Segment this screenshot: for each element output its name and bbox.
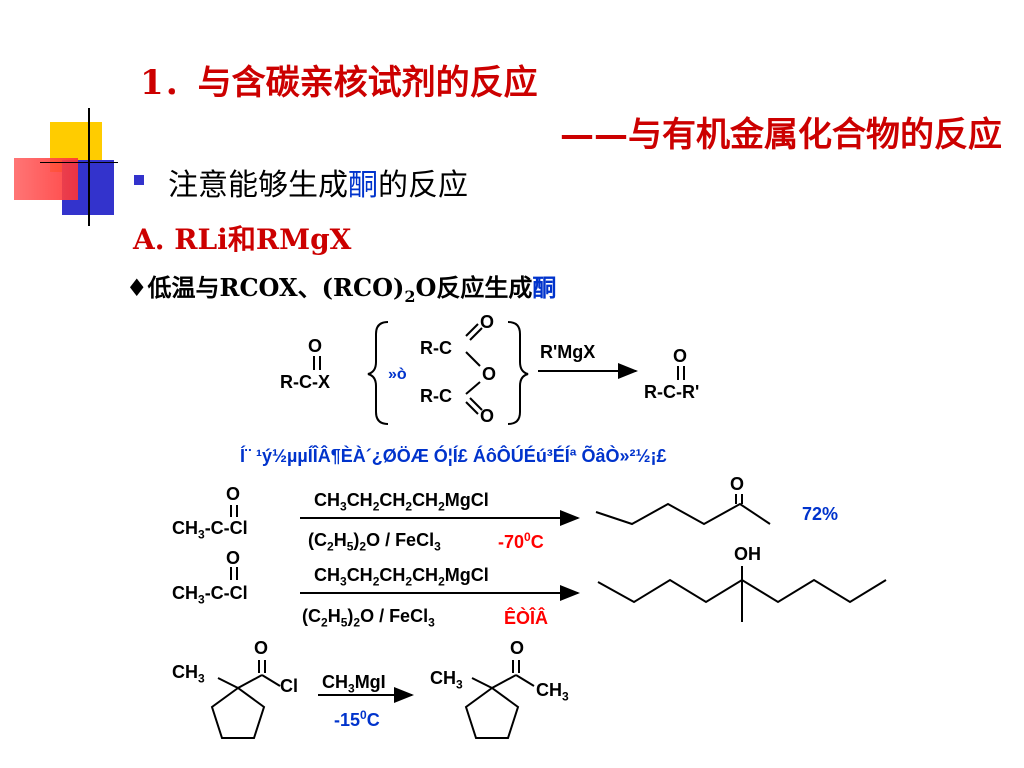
point-text-mid: O反应生成 [415,273,533,302]
scheme1-reagent: R'MgX [540,342,596,362]
title-line-2: ——与有机金属化合物的反应 [560,115,1002,155]
rxn3-temp-value: -15 [334,710,361,730]
scheme1-anh-mid-o: O [482,364,497,384]
rxn3-prod-ch3b: CH3 [536,680,569,704]
scheme1-left-rcx: R-C-X [280,372,330,392]
bullet-text-before: 注意能够生成 [168,168,348,203]
scheme1-anh-bot-o: O [480,406,495,426]
deco-horizontal-line [40,162,118,163]
rxn2-o: O [226,548,241,568]
rxn3-prod-o: O [510,638,525,658]
rxn1-sm: CH3-C-Cl [172,518,248,542]
rxn2-reagent-bottom: (C2H5)2O / FeCl3 [302,606,435,630]
section-a-label: A. RLi和RMgX [133,223,352,256]
point-line: ♦低温与RCOX、(RCO)2O反应生成酮 [126,268,556,306]
point-text-before: 低温与RCOX、(RCO) [147,273,405,302]
rxn2-temp: ÊÒÎÂ [504,608,549,628]
rxn1-temp: -700C [498,530,544,553]
scheme1-prod-rcr: R-C-R' [644,382,700,402]
rxn3-temp: -150C [334,708,380,731]
garbled-note: Í¨ ¹ý½µµÍÎÂ¶ÈÀ´¿ØÖÆ Ó¦Í£ ÁôÔÚÉú³ÉÍª ÕâÒ»… [240,446,667,466]
title-line-1: 1．与含碳亲核试剂的反应 [140,63,538,103]
rxn1-reagent-bottom: (C2H5)2O / FeCl3 [308,530,441,554]
rxn1-temp-sup: 0 [524,530,531,544]
scheme1-anh-rc2: R-C [420,386,452,406]
rxn3-prod-ch3: CH3 [430,668,463,692]
rxn3-sm-cl: Cl [280,676,298,696]
scheme1-left-o: O [308,336,323,356]
point-highlight: 酮 [532,273,557,302]
rxn1-reagent-top: CH3CH2CH2CH2MgCl [314,490,489,514]
bullet-highlight: 酮 [348,168,378,203]
rxn3-reagent: CH3MgI [322,672,386,696]
rxn2-product-oh: OH [734,544,761,564]
rxn3-sm-o: O [254,638,269,658]
diamond-icon: ♦ [126,273,148,302]
bullet-square-icon [134,175,144,185]
rxn1-yield: 72% [802,504,839,524]
rxn1-product-o: O [730,474,745,494]
scheme1-anh-rc1: R-C [420,338,452,358]
rxn2-sm: CH3-C-Cl [172,583,248,607]
rxn3-sm-ch3: CH3 [172,662,205,686]
bullet-text-after: 的反应 [378,168,468,203]
scheme1-anh-top-o: O [480,312,495,332]
bullet-text: 注意能够生成酮的反应 [168,160,468,204]
scheme1-or-text: »ò [388,366,407,383]
rxn1-temp-unit: C [530,532,544,552]
rxn1-temp-value: -70 [498,532,525,552]
deco-red-square [14,158,78,200]
rxn2-reagent-top: CH3CH2CH2CH2MgCl [314,565,489,589]
rxn3-temp-sup: 0 [360,708,367,722]
point-sub: 2 [404,286,416,306]
deco-vertical-line [88,108,90,226]
rxn3-temp-unit: C [366,710,380,730]
rxn1-o: O [226,484,241,504]
scheme1-prod-o: O [673,346,688,366]
